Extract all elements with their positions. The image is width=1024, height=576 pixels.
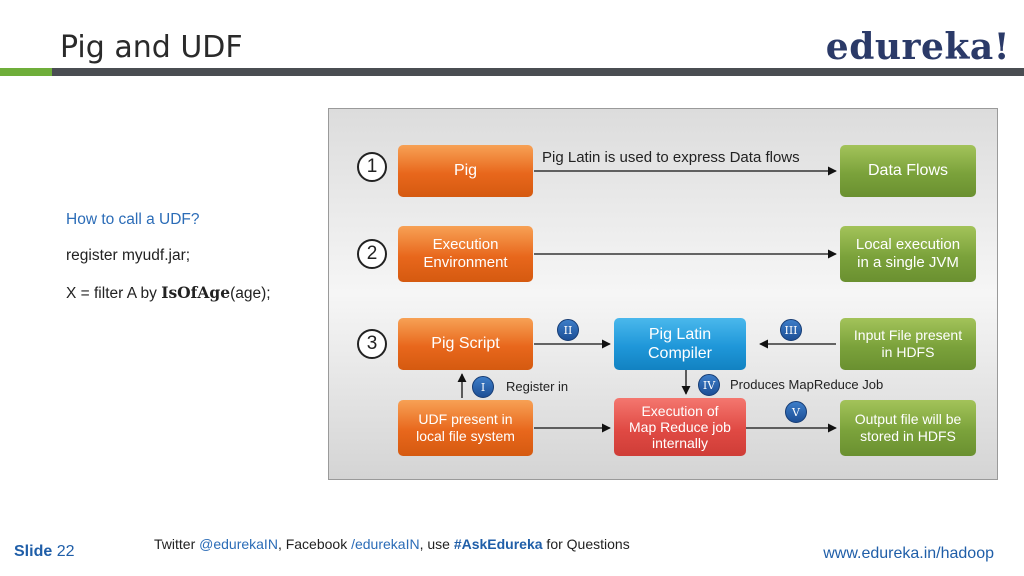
udf-line-1: UDF present in bbox=[418, 411, 513, 428]
udf-line-2: local file system bbox=[416, 428, 515, 444]
twitter-handle[interactable]: @edurekaIN bbox=[199, 536, 278, 552]
udf-local-file-node: UDF present in local file system bbox=[398, 400, 533, 456]
udf-usage-text: How to call a UDF? register myudf.jar; X… bbox=[66, 211, 326, 303]
filter-command: X = filter A by IsOfAge(age); bbox=[66, 283, 326, 303]
pig-script-node: Pig Script bbox=[398, 318, 533, 370]
register-command: register myudf.jar; bbox=[66, 247, 191, 264]
slide-number-value: 22 bbox=[56, 543, 75, 560]
step-badge-iii: III bbox=[780, 319, 802, 341]
slide-number: Slide 22 bbox=[14, 543, 74, 561]
local-execution-line-2: in a single JVM bbox=[857, 254, 959, 271]
step-number-3: 3 bbox=[357, 329, 387, 359]
step-badge-ii: II bbox=[557, 319, 579, 341]
execution-environment-line-1: Execution bbox=[432, 236, 499, 253]
execution-environment-node: Execution Environment bbox=[398, 226, 533, 282]
produces-mapreduce-label: Produces MapReduce Job bbox=[730, 377, 884, 392]
website-link[interactable]: www.edureka.in/hadoop bbox=[823, 545, 994, 562]
pig-udf-diagram: 1 2 3 Pig Pig Latin is used to express D… bbox=[328, 108, 998, 480]
register-in-label: Register in bbox=[506, 379, 569, 394]
twitter-prefix: Twitter bbox=[154, 536, 200, 552]
execution-environment-line-2: Environment bbox=[423, 254, 508, 271]
filter-prefix: X = filter A by bbox=[66, 285, 162, 302]
output-file-node: Output file will be stored in HDFS bbox=[840, 400, 976, 456]
header-accent-bar bbox=[0, 68, 52, 76]
execution-line-3: internally bbox=[651, 435, 709, 452]
header-divider-bar bbox=[52, 68, 1024, 76]
local-execution-line-1: Local execution bbox=[855, 236, 961, 253]
page-title: Pig and UDF bbox=[60, 30, 243, 65]
output-line-2: stored in HDFS bbox=[860, 428, 956, 444]
udf-question: How to call a UDF? bbox=[66, 211, 200, 228]
pig-latin-label: Pig Latin is used to express Data flows bbox=[542, 149, 800, 166]
facebook-prefix: , Facebook bbox=[277, 536, 352, 552]
step-badge-v: V bbox=[785, 401, 807, 423]
step-badge-i: I bbox=[472, 376, 494, 398]
hashtag[interactable]: #AskEdureka bbox=[453, 536, 543, 552]
input-file-node: Input File present in HDFS bbox=[840, 318, 976, 370]
step-number-2: 2 bbox=[357, 239, 387, 269]
compiler-line-2: Compiler bbox=[647, 345, 712, 362]
compiler-line-1: Pig Latin bbox=[648, 325, 712, 343]
mapreduce-execution-node: Execution of Map Reduce job internally bbox=[614, 398, 746, 456]
social-footer: Twitter @edurekaIN, Facebook /edurekaIN,… bbox=[154, 536, 630, 552]
edureka-logo: edureka! bbox=[825, 26, 1010, 68]
slide-label: Slide bbox=[14, 543, 53, 560]
step-number-1: 1 bbox=[357, 152, 387, 182]
output-line-1: Output file will be bbox=[854, 411, 962, 428]
facebook-handle[interactable]: /edurekaIN bbox=[351, 536, 420, 552]
filter-suffix: (age); bbox=[230, 285, 271, 302]
udf-function-name: IsOfAge bbox=[161, 283, 231, 302]
use-text: , use bbox=[419, 536, 454, 552]
data-flows-node: Data Flows bbox=[840, 145, 976, 197]
execution-line-1: Execution of bbox=[641, 402, 719, 419]
step-badge-iv: IV bbox=[698, 374, 720, 396]
input-file-line-2: in HDFS bbox=[881, 344, 935, 360]
pig-latin-compiler-node: Pig Latin Compiler bbox=[614, 318, 746, 370]
local-execution-node: Local execution in a single JVM bbox=[840, 226, 976, 282]
execution-line-2: Map Reduce job bbox=[629, 418, 731, 435]
questions-text: for Questions bbox=[542, 536, 630, 552]
input-file-line-1: Input File present bbox=[853, 327, 963, 344]
pig-node: Pig bbox=[398, 145, 533, 197]
